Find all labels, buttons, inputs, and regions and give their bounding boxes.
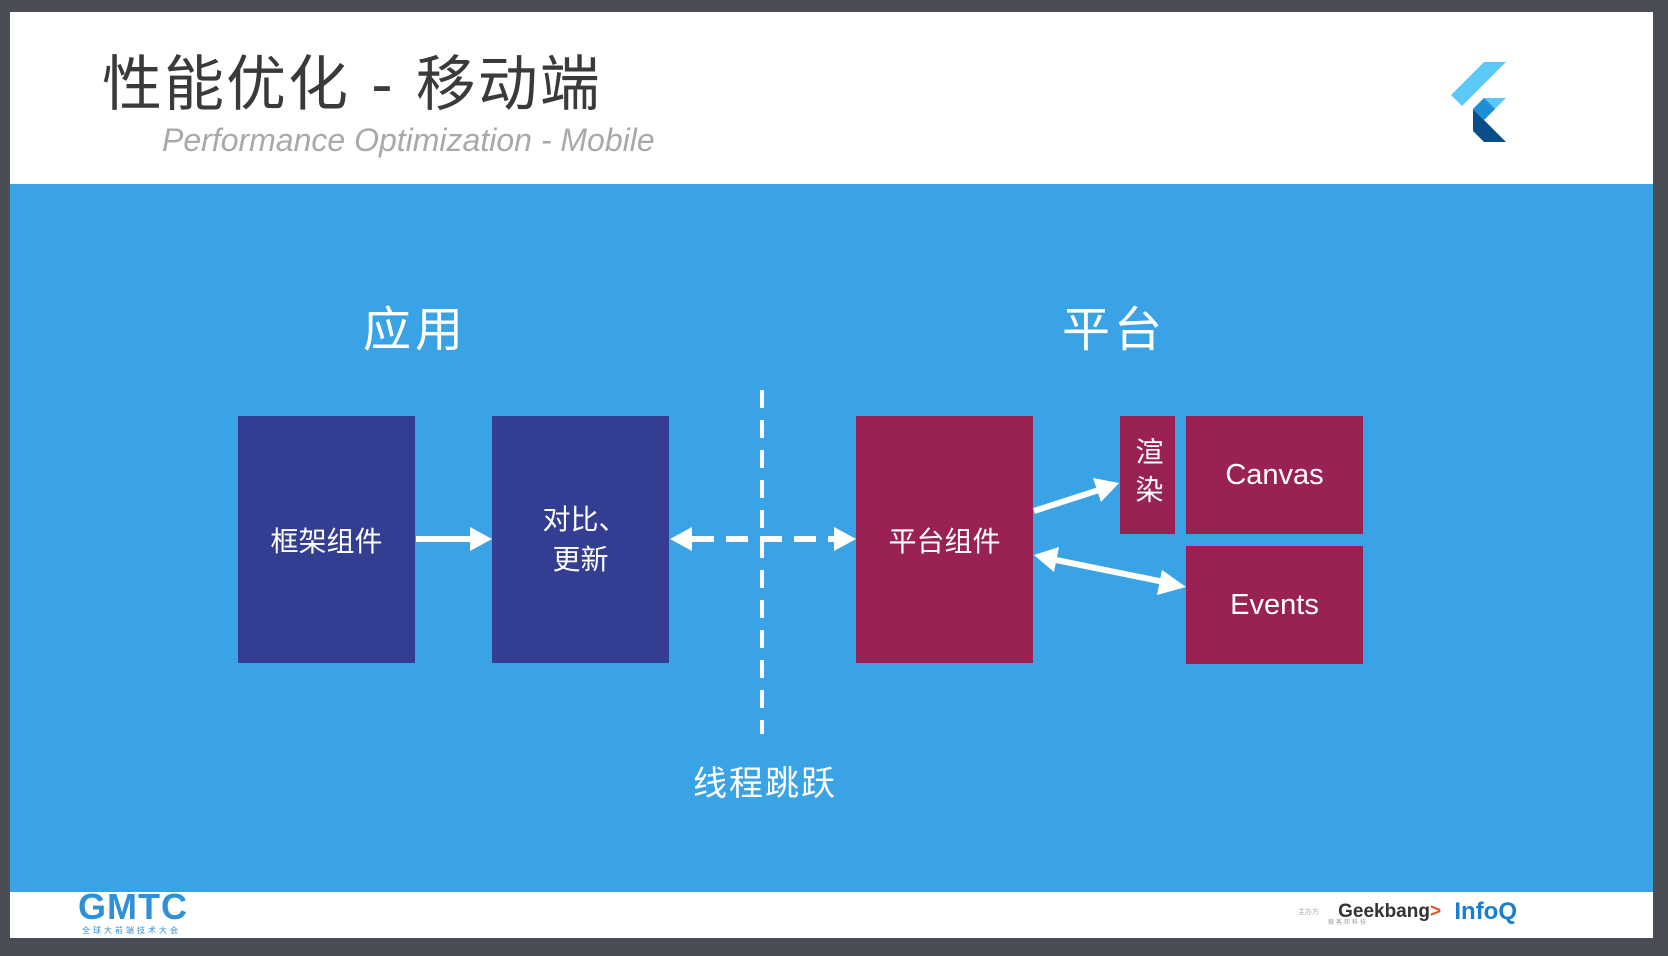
slide: 性能优化 - 移动端 Performance Optimization - Mo… (10, 12, 1653, 938)
app-section-label: 应用 (363, 302, 468, 358)
slide-header: 性能优化 - 移动端 Performance Optimization - Mo… (10, 12, 1653, 184)
framework-to-diff-arrow (416, 527, 492, 551)
diff-update-label-line1: 对比、 (542, 502, 627, 536)
sponsor-note: 主办方 (1298, 908, 1319, 916)
geekbang-logo-text: Geekbang (1338, 901, 1430, 922)
diff-update-box: 对比、 更新 (492, 416, 669, 663)
geekbang-logo-subtitle: 极客邦科技 (1328, 919, 1369, 926)
geekbang-logo: Geekbang> (1338, 901, 1446, 922)
slide-subtitle: Performance Optimization - Mobile (162, 122, 655, 158)
platform-events-bidirectional-arrow (1034, 547, 1186, 595)
geekbang-logo-mark: > (1429, 901, 1442, 922)
sponsor-logos: 主办方 Geekbang> InfoQ 极客邦科技 (1298, 898, 1517, 926)
platform-section-label: 平台 (1062, 302, 1167, 358)
diff-update-label-line2: 更新 (552, 542, 609, 576)
diagram-area: 应用 平台 框架组件 对比、 更新 平台组件 渲染 Canvas Events (10, 184, 1653, 892)
gmtc-logo-subtitle: 全球大前端技术大会 (82, 926, 181, 935)
platform-widgets-box: 平台组件 (856, 416, 1033, 663)
infoq-logo: InfoQ (1454, 898, 1518, 925)
events-box: Events (1186, 546, 1363, 664)
framework-widgets-label: 框架组件 (270, 524, 383, 558)
thread-hop-arrow (670, 527, 856, 551)
render-label: 渲染 (1131, 437, 1165, 513)
canvas-label: Canvas (1225, 458, 1324, 491)
gmtc-logo: GMTC (78, 886, 188, 927)
events-label: Events (1230, 588, 1319, 621)
diagram-connectors (416, 390, 1186, 734)
platform-to-render-arrow (1033, 478, 1119, 514)
render-box: 渲染 (1120, 416, 1175, 534)
slide-footer: GMTC 全球大前端技术大会 主办方 Geekbang> InfoQ 极客邦科技 (10, 886, 1653, 938)
thread-hop-label: 线程跳跃 (693, 764, 837, 804)
flutter-logo-icon (1451, 62, 1506, 142)
canvas-box: Canvas (1186, 416, 1363, 534)
framework-widgets-box: 框架组件 (238, 416, 415, 663)
platform-widgets-label: 平台组件 (888, 524, 1001, 558)
slide-title: 性能优化 - 移动端 (102, 50, 602, 120)
